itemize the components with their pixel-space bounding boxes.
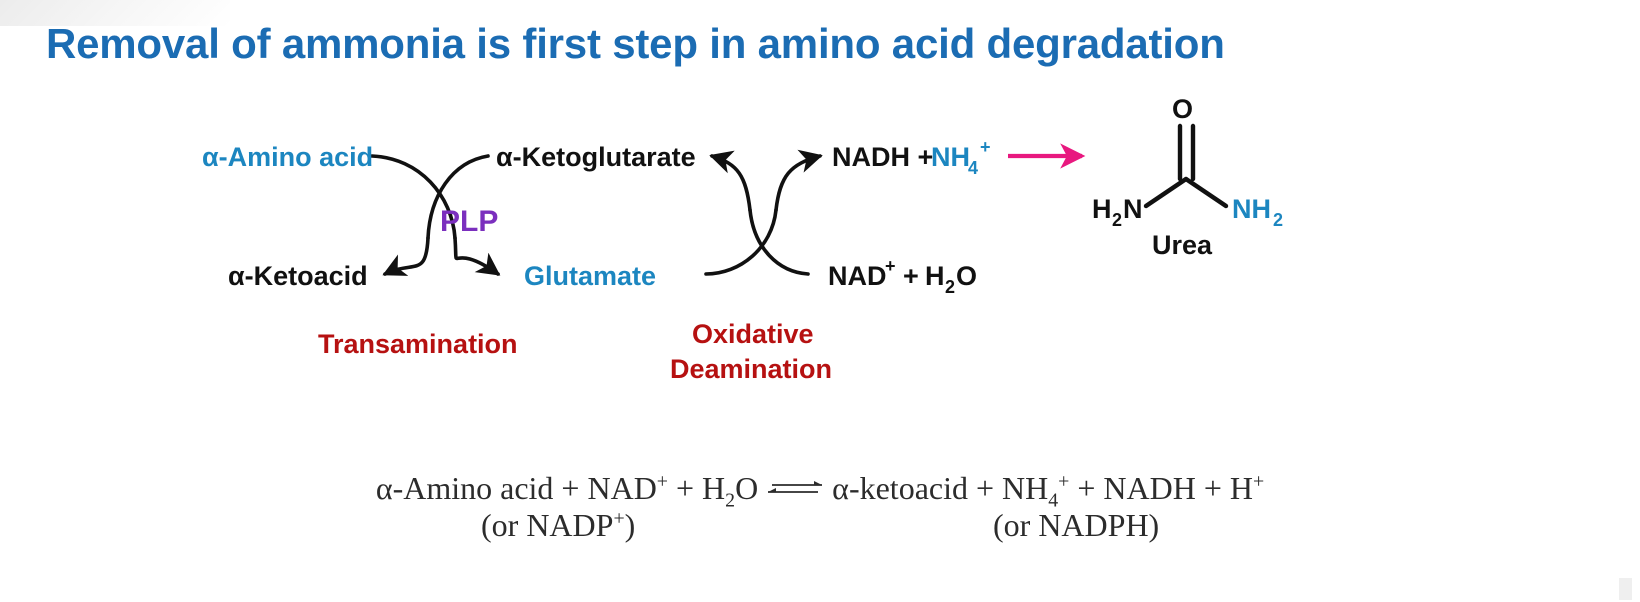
label-water-o: O bbox=[956, 261, 977, 291]
label-alpha-ketoglutarate: α-Ketoglutarate bbox=[496, 142, 696, 172]
process-label-oxidative: Oxidative bbox=[692, 319, 814, 349]
eq-product-nadh: + NADH + H bbox=[1069, 470, 1253, 506]
transamination-crossed-arrows bbox=[370, 154, 501, 276]
label-ammonium-charge: + bbox=[980, 137, 991, 157]
equilibrium-arrow-icon bbox=[764, 473, 826, 507]
eq-alt-nadph: (or NADPH) bbox=[993, 506, 1160, 543]
eq-ammonium-subscript: 4 bbox=[1048, 489, 1059, 512]
process-label-deamination: Deamination bbox=[670, 354, 832, 384]
process-label-transamination: Transamination bbox=[318, 329, 518, 359]
reaction-diagram: α-Amino acid α-Ketoacid α-Ketoglutarate … bbox=[0, 78, 1640, 398]
label-ammonium-subscript: 4 bbox=[968, 158, 978, 178]
label-alpha-amino-acid: α-Amino acid bbox=[202, 142, 373, 172]
label-water-subscript: 2 bbox=[945, 277, 955, 297]
urea-left-amine-subscript: 2 bbox=[1112, 210, 1122, 230]
label-nadh-plus: NADH + bbox=[832, 142, 933, 172]
label-water-h: H bbox=[925, 261, 945, 291]
eq-alt-nadp-group: (or NADP+) bbox=[481, 506, 636, 543]
eq-alt-nadp-close: ) bbox=[624, 506, 636, 543]
eq-alt-nadp: (or NADP bbox=[481, 506, 614, 543]
label-nad-plus-sign: + bbox=[903, 261, 919, 291]
label-alpha-ketoacid: α-Ketoacid bbox=[228, 261, 368, 291]
eq-reactant-amino-acid: α-Amino acid + NAD bbox=[375, 470, 657, 506]
page-title: Removal of ammonia is first step in amin… bbox=[46, 20, 1225, 67]
eq-ammonium-charge: + bbox=[1058, 470, 1070, 493]
label-nad-charge: + bbox=[885, 256, 896, 276]
eq-product-ketoacid: α-ketoacid + NH bbox=[832, 470, 1049, 506]
summary-equation-line2: (or NADP+) (or NADPH) bbox=[0, 506, 1640, 549]
slide-corner-artifact bbox=[1619, 578, 1632, 600]
label-ammonium: NH bbox=[931, 142, 970, 172]
eq-water-subscript: 2 bbox=[725, 489, 736, 512]
urea-name-label: Urea bbox=[1152, 230, 1213, 260]
urea-carbonyl-oxygen: O bbox=[1172, 94, 1193, 124]
eq-reactant-plus-water: + H bbox=[667, 470, 726, 506]
eq-alt-nadp-charge: + bbox=[613, 506, 625, 529]
oxidative-deamination-crossed-arrows bbox=[704, 149, 823, 276]
urea-left-amine-h: H bbox=[1092, 194, 1112, 224]
label-glutamate: Glutamate bbox=[524, 261, 656, 291]
label-plp-cofactor: PLP bbox=[440, 205, 498, 238]
eq-nad-charge: + bbox=[656, 470, 668, 493]
urea-structure: O H 2 N NH 2 Urea bbox=[1092, 94, 1283, 260]
label-nad: NAD bbox=[828, 261, 887, 291]
label-nad-water: NAD + + H 2 O bbox=[828, 256, 977, 297]
eq-water-oxygen: O bbox=[735, 470, 759, 506]
urea-right-amine: NH bbox=[1232, 194, 1271, 224]
urea-right-amine-subscript: 2 bbox=[1273, 210, 1283, 230]
eq-proton-charge: + bbox=[1253, 470, 1265, 493]
label-nadh-ammonium: NADH + NH 4 + bbox=[832, 137, 991, 178]
urea-left-amine-n: N bbox=[1123, 194, 1143, 224]
